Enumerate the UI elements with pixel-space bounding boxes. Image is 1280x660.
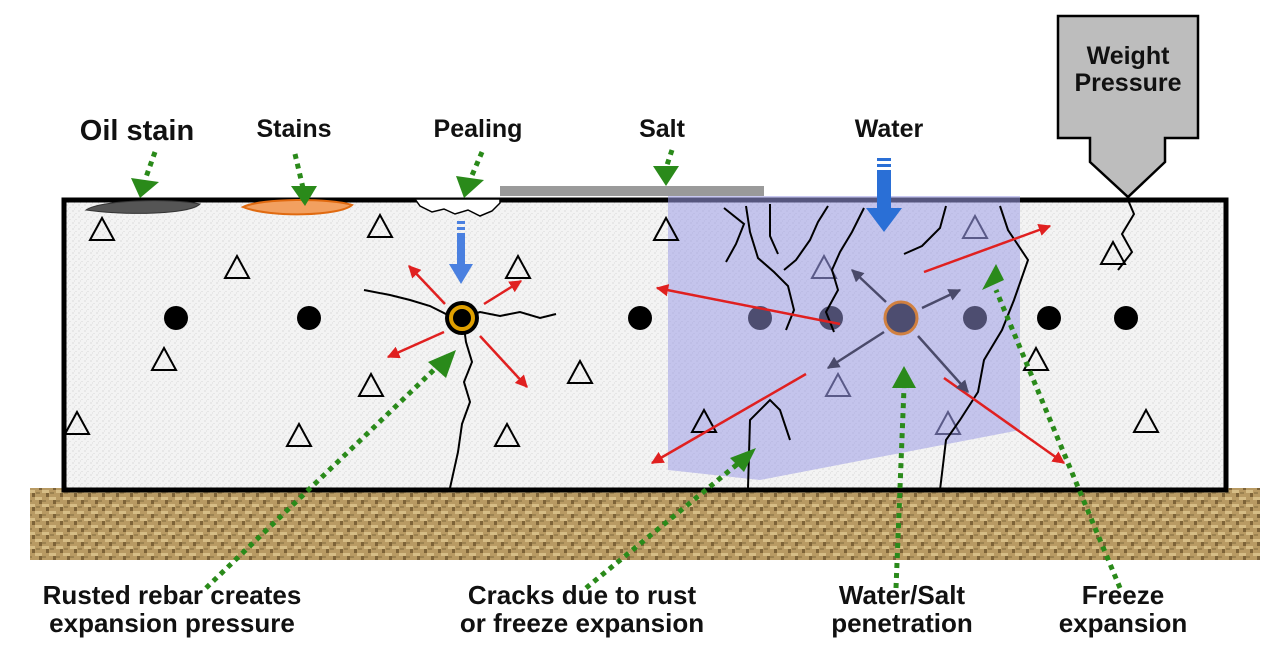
label-pressure: Pressure <box>1074 69 1181 97</box>
label-pealing: Pealing <box>434 115 523 143</box>
label-oil-stain: Oil stain <box>80 115 194 147</box>
rusted-rebar <box>445 301 479 335</box>
top-pointer-lines <box>142 149 675 189</box>
label-cracks-line1: Cracks due to rust <box>468 580 697 610</box>
water-intrusion-arrow-pealing <box>449 221 473 284</box>
aggregate-triangles-in-zone <box>810 213 989 435</box>
concrete-slab <box>61 197 1229 493</box>
label-rusted-rebar-line1: Rusted rebar creates <box>43 580 302 610</box>
wet-rebar <box>883 300 919 336</box>
label-rusted-rebar-line2: expansion pressure <box>49 608 295 638</box>
label-freeze-line1: Freeze <box>1082 580 1164 610</box>
label-freeze-line2: expansion <box>1059 608 1188 638</box>
weight-pressure-arrow <box>1056 14 1200 199</box>
water-salt-saturated-zone <box>668 196 1020 480</box>
top-pointer-heads <box>131 166 679 206</box>
water-arrow <box>866 158 902 232</box>
label-water: Water <box>855 115 924 143</box>
label-stains: Stains <box>256 115 331 143</box>
label-cracks-line2: or freeze expansion <box>460 608 704 638</box>
salt-layer <box>500 186 764 196</box>
label-penetration-line1: Water/Salt <box>839 580 966 610</box>
rusted-rebar-expansion-arrows <box>386 265 528 388</box>
surface-stain-patch <box>240 198 354 216</box>
pealing-spall <box>413 198 501 217</box>
label-weight: Weight <box>1087 42 1171 70</box>
cracks <box>363 199 1136 491</box>
aggregate-triangles <box>63 212 1160 447</box>
label-penetration-line2: penetration <box>831 608 973 638</box>
bottom-pointer-lines <box>204 289 1123 590</box>
ground-soil <box>30 488 1260 560</box>
wet-rebar-pressure-arrows <box>826 269 969 393</box>
oil-stain-patch <box>84 200 202 214</box>
bottom-pointer-heads <box>428 264 1004 472</box>
label-salt: Salt <box>639 115 686 143</box>
